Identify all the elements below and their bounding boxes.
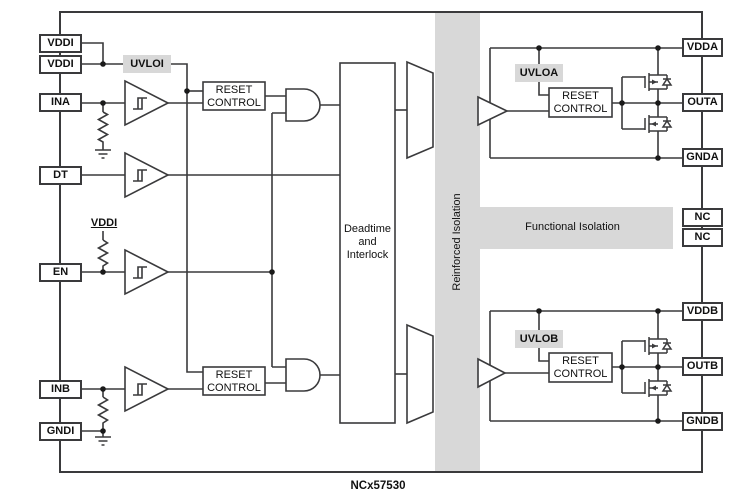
reset-line2: CONTROL — [553, 102, 608, 115]
vddi-net-label: VDDI — [90, 217, 118, 229]
reset-line2: CONTROL — [207, 96, 261, 109]
mosfet-highside-a — [644, 73, 673, 91]
pin-ina: INA — [39, 93, 82, 112]
schmitt-buffer-en — [124, 248, 170, 296]
uvlob-label: UVLOB — [515, 330, 563, 348]
isolation-transmitter-a — [406, 60, 434, 160]
pin-en: EN — [39, 263, 82, 282]
reset-control-text-output-b: RESET CONTROL — [549, 355, 612, 380]
schmitt-buffer-ina — [124, 79, 170, 127]
reset-line1: RESET — [215, 369, 253, 381]
part-number-label: NCx57530 — [350, 480, 406, 492]
reset-control-box-input-a — [202, 81, 266, 111]
reset-control-text-input-a: RESET CONTROL — [203, 84, 265, 109]
and-gate-b — [285, 358, 321, 392]
reset-control-box-output-b — [548, 352, 613, 383]
deadtime-line2: and — [358, 236, 377, 248]
deadtime-interlock-box — [339, 62, 396, 424]
functional-isolation-band — [480, 207, 673, 249]
reset-line1: RESET — [562, 355, 599, 367]
schmitt-buffer-dt — [124, 151, 170, 199]
pin-inb: INB — [39, 380, 82, 399]
reset-line1: RESET — [562, 90, 599, 102]
pin-outb: OUTB — [682, 357, 723, 376]
and-gate-a — [285, 88, 321, 122]
mosfet-lowside-b — [644, 379, 673, 397]
pin-gndi: GNDI — [39, 422, 82, 441]
pin-gnda: GNDA — [682, 148, 723, 167]
reset-line1: RESET — [215, 84, 253, 96]
isolation-transmitter-b — [406, 323, 434, 425]
pin-gndb: GNDB — [682, 412, 723, 431]
deadtime-interlock-text: Deadtime and Interlock — [340, 223, 395, 262]
pin-outa: OUTA — [682, 93, 723, 112]
pin-vddi-2: VDDI — [39, 55, 82, 74]
reset-control-text-output-a: RESET CONTROL — [549, 90, 612, 115]
pin-nc-2: NC — [682, 228, 723, 247]
isolation-receiver-buffer-a — [477, 95, 509, 127]
uvloa-label: UVLOA — [515, 64, 563, 82]
pin-vddb: VDDB — [682, 302, 723, 321]
reset-control-text-input-b: RESET CONTROL — [203, 369, 265, 394]
reset-line2: CONTROL — [207, 381, 261, 394]
uvloi-label: UVLOI — [123, 55, 171, 73]
schmitt-buffer-inb — [124, 365, 170, 413]
junction-dots — [100, 45, 661, 434]
pin-vdda: VDDA — [682, 38, 723, 57]
deadtime-line3: Interlock — [346, 249, 389, 261]
pin-vddi-1: VDDI — [39, 34, 82, 53]
reinforced-isolation-label: Reinforced Isolation — [451, 193, 463, 291]
deadtime-line1: Deadtime — [343, 223, 392, 235]
reinforced-isolation-bar — [435, 12, 480, 472]
reset-control-box-input-b — [202, 366, 266, 396]
mosfet-highside-b — [644, 337, 673, 355]
mosfet-lowside-a — [644, 115, 673, 133]
functional-isolation-label: Functional Isolation — [525, 221, 620, 233]
reset-control-box-output-a — [548, 87, 613, 118]
pin-nc-1: NC — [682, 208, 723, 227]
isolation-receiver-buffer-b — [477, 357, 507, 389]
reset-line2: CONTROL — [553, 367, 608, 380]
pin-dt: DT — [39, 166, 82, 185]
